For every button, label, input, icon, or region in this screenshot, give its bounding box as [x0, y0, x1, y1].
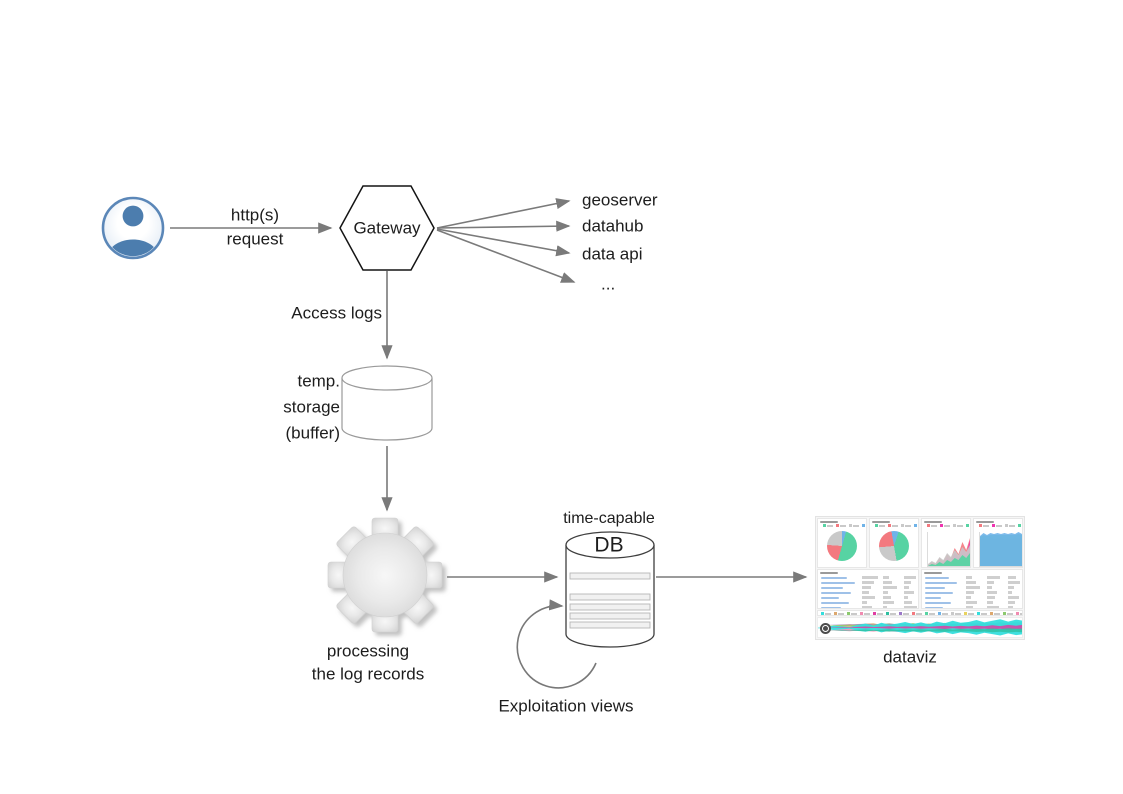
- request-label-line2: request: [226, 229, 284, 249]
- service-fanout-arrows: [436, 198, 576, 283]
- arrow-to-geoserver: [436, 198, 571, 229]
- arrow-to-datahub: [436, 220, 571, 232]
- service-label-geoserver: geoserver: [582, 190, 658, 210]
- panel-title-placeholder: [976, 521, 994, 523]
- temp-storage-label-line2: storage: [283, 397, 340, 417]
- panel-title-placeholder: [820, 521, 838, 523]
- pie-legend: [870, 524, 918, 528]
- table-bars-2: [922, 575, 1022, 608]
- dataviz-label: dataviz: [883, 647, 937, 667]
- pie-legend: [818, 524, 866, 528]
- temp-storage-label-line3: (buffer): [285, 423, 341, 443]
- temp-storage-label-line1: temp.: [297, 371, 340, 391]
- stacked-area-chart-2: [979, 532, 1022, 567]
- gateway-hexagon: [339, 185, 435, 271]
- panel-title-placeholder: [820, 572, 838, 574]
- table-bars-1: [818, 575, 918, 608]
- processing-gear-icon: [327, 517, 443, 633]
- panel-title-placeholder: [872, 521, 890, 523]
- streamgraph: [818, 619, 1022, 636]
- service-label-data-api: data api: [582, 244, 643, 264]
- db-cylinder: [565, 531, 655, 648]
- area-chart-panel-1: [921, 518, 971, 568]
- pie-chart-2: [879, 531, 909, 561]
- table-panel-1: [817, 569, 919, 609]
- panel-title-placeholder: [924, 521, 942, 523]
- arrow-to-more: [436, 229, 576, 283]
- dataviz-thumbnail: [815, 516, 1025, 640]
- stream-player-icon: [820, 623, 831, 634]
- service-label-more: ...: [601, 274, 616, 294]
- db-time-capable-label: time-capable: [563, 510, 655, 527]
- exploitation-views-label: Exploitation views: [498, 696, 634, 716]
- dashboard-top-row: [817, 518, 1023, 568]
- pie-chart-panel-2: [869, 518, 919, 568]
- db-row-bars: [569, 572, 651, 629]
- stacked-area-chart-1: [927, 532, 970, 567]
- pie-chart-panel-1: [817, 518, 867, 568]
- processing-label-line2: the log records: [311, 664, 425, 684]
- table-panel-2: [921, 569, 1023, 609]
- area-chart-panel-2: [973, 518, 1023, 568]
- streamgraph-panel: [817, 617, 1023, 638]
- gateway-label: Gateway: [353, 218, 421, 238]
- arrow-to-data-api: [436, 228, 571, 257]
- request-label-line1: http(s): [230, 205, 280, 225]
- streamgraph-legend: [817, 610, 1023, 616]
- exploitation-loop-arrow: [516, 599, 597, 689]
- area-legend: [974, 524, 1022, 528]
- user-avatar-icon: [101, 196, 165, 260]
- service-label-datahub: datahub: [582, 216, 644, 236]
- dashboard-table-row: [817, 569, 1023, 609]
- processing-label-line1: processing: [326, 641, 410, 661]
- temp-storage-cylinder: [341, 365, 433, 441]
- area-legend: [922, 524, 970, 528]
- db-label: DB: [594, 533, 624, 557]
- pie-chart-1: [827, 531, 857, 561]
- access-logs-label: Access logs: [291, 303, 382, 323]
- panel-title-placeholder: [924, 572, 942, 574]
